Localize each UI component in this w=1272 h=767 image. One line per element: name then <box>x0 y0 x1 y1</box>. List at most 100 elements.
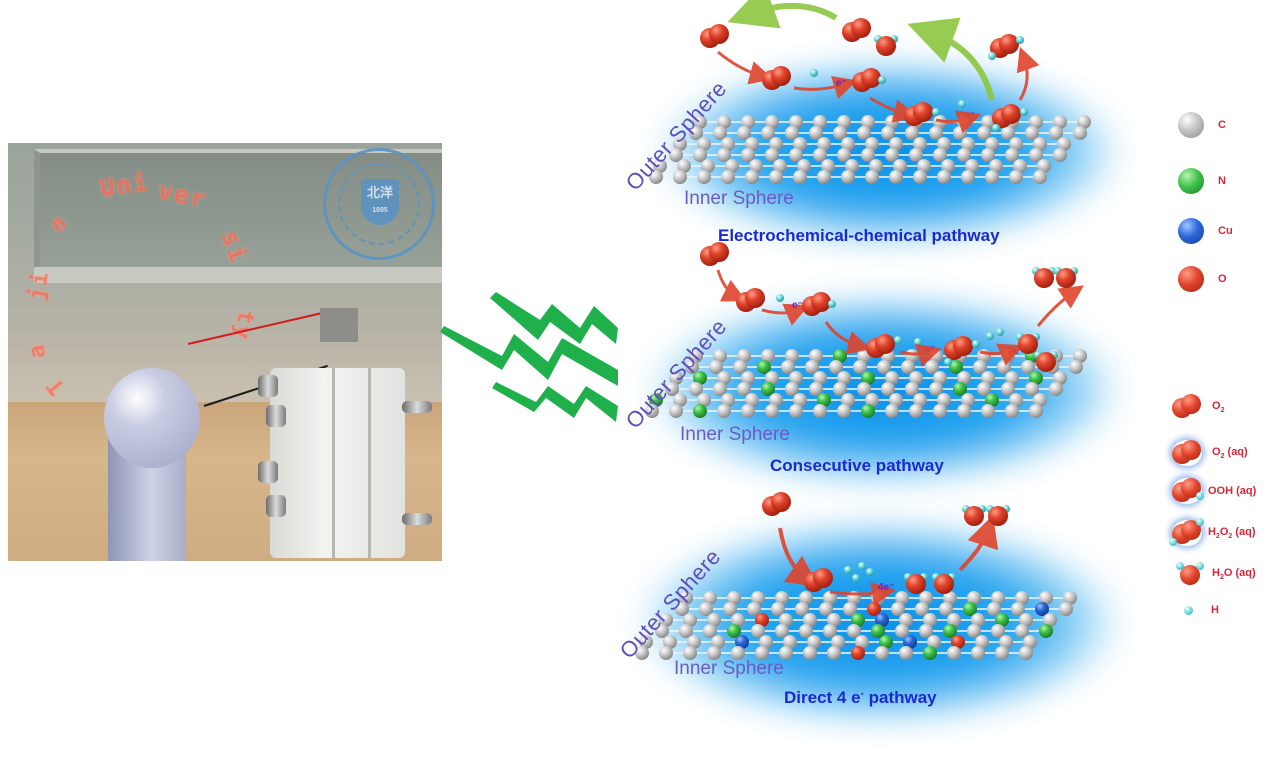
water-molecule <box>1018 334 1038 354</box>
carbon-atom <box>821 159 835 173</box>
photo-window-sill <box>34 267 442 283</box>
carbon-atom <box>817 170 831 184</box>
carbon-atom <box>793 393 807 407</box>
carbon-atom <box>679 624 693 638</box>
copper-atom <box>735 635 749 649</box>
nitrogen-atom <box>1029 371 1043 385</box>
pathway-title-consecutive: Consecutive pathway <box>770 456 944 475</box>
copper-atom <box>1035 602 1049 616</box>
carbon-atom <box>1053 148 1067 162</box>
carbon-atom <box>967 591 981 605</box>
nitrogen-atom <box>985 393 999 407</box>
o2-molecule <box>745 288 765 308</box>
carbon-atom <box>717 371 731 385</box>
carbon-atom <box>687 635 701 649</box>
nitrogen-atom <box>817 393 831 407</box>
carbon-atom <box>985 137 999 151</box>
carbon-atom <box>1057 137 1071 151</box>
nitrogen-atom <box>757 360 771 374</box>
carbon-atom <box>655 624 669 638</box>
carbon-atom <box>797 159 811 173</box>
carbon-atom <box>713 349 727 363</box>
carbon-atom <box>765 148 779 162</box>
reaction-arrow <box>793 76 858 99</box>
carbon-atom <box>659 646 673 660</box>
o2-molecule <box>851 18 871 38</box>
carbon-atom <box>683 646 697 660</box>
carbon-atom <box>665 382 679 396</box>
o2-molecule <box>875 334 895 354</box>
carbon-atom <box>693 148 707 162</box>
carbon-atom <box>1019 646 1033 660</box>
carbon-atom <box>909 404 923 418</box>
carbon-atom <box>703 624 717 638</box>
carbon-atom <box>707 613 721 627</box>
reaction-arrow <box>979 343 1024 366</box>
carbon-atom <box>659 613 673 627</box>
stack-bolt <box>402 513 432 525</box>
carbon-atom <box>899 646 913 660</box>
carbon-atom <box>823 624 837 638</box>
carbon-atom <box>943 591 957 605</box>
carbon-atom <box>697 393 711 407</box>
hydrogen-atom <box>844 566 852 574</box>
carbon-atom <box>941 159 955 173</box>
carbon-atom <box>779 613 793 627</box>
hydrogen-atom <box>810 69 818 77</box>
o2-molecule-icon <box>1172 394 1202 420</box>
legend-item-carbon: C <box>1178 112 1226 138</box>
carbon-atom <box>733 360 747 374</box>
carbon-atom <box>765 371 779 385</box>
carbon-atom <box>933 404 947 418</box>
fuel-cell-fan-photo: 北洋 1895 Uni ver si n ji a T ty <box>8 143 442 561</box>
carbon-atom <box>809 126 823 140</box>
carbon-atom <box>889 137 903 151</box>
carbon-atom <box>793 137 807 151</box>
legend-item-copper: Cu <box>1178 218 1233 244</box>
carbon-atom <box>703 591 717 605</box>
carbon-atom <box>827 646 841 660</box>
carbon-atom <box>707 646 721 660</box>
electron-label: e⁻ <box>836 78 847 89</box>
nitrogen-atom <box>833 349 847 363</box>
carbon-atom <box>885 371 899 385</box>
carbon-atom <box>1033 170 1047 184</box>
carbon-atom <box>721 137 735 151</box>
carbon-atom <box>977 382 991 396</box>
carbon-atom <box>1019 613 1033 627</box>
carbon-atom <box>829 360 843 374</box>
carbon-atom <box>847 624 861 638</box>
carbon-atom <box>799 624 813 638</box>
carbon-atom <box>927 635 941 649</box>
inner-sphere-label: Inner Sphere <box>674 658 784 679</box>
carbon-atom <box>971 646 985 660</box>
carbon-atom <box>721 393 735 407</box>
carbon-atom <box>1001 382 1015 396</box>
carbon-atom <box>961 137 975 151</box>
carbon-atom <box>1053 115 1067 129</box>
carbon-atom <box>793 170 807 184</box>
o2-molecule <box>813 568 833 588</box>
reaction-arrow <box>1016 46 1040 101</box>
o2-molecule <box>771 66 791 86</box>
carbon-atom <box>809 382 823 396</box>
reaction-arrow <box>824 321 872 355</box>
copper-atom <box>875 613 889 627</box>
water-molecule <box>1034 268 1054 288</box>
carbon-atom <box>737 126 751 140</box>
carbon-atom <box>717 115 731 129</box>
carbon-atom <box>869 159 883 173</box>
carbon-atom <box>1025 382 1039 396</box>
carbon-atom <box>981 404 995 418</box>
reaction-arrow <box>761 303 810 326</box>
lightning-bolts-icon <box>440 292 618 422</box>
carbon-atom <box>833 382 847 396</box>
carbon-atom <box>701 159 715 173</box>
carbon-atom <box>913 170 927 184</box>
carbon-atom <box>937 170 951 184</box>
carbon-atom <box>919 624 933 638</box>
carbon-atom <box>713 126 727 140</box>
carbon-atom <box>789 148 803 162</box>
legend-item-nitrogen: N <box>1178 168 1226 194</box>
carbon-atom <box>939 602 953 616</box>
